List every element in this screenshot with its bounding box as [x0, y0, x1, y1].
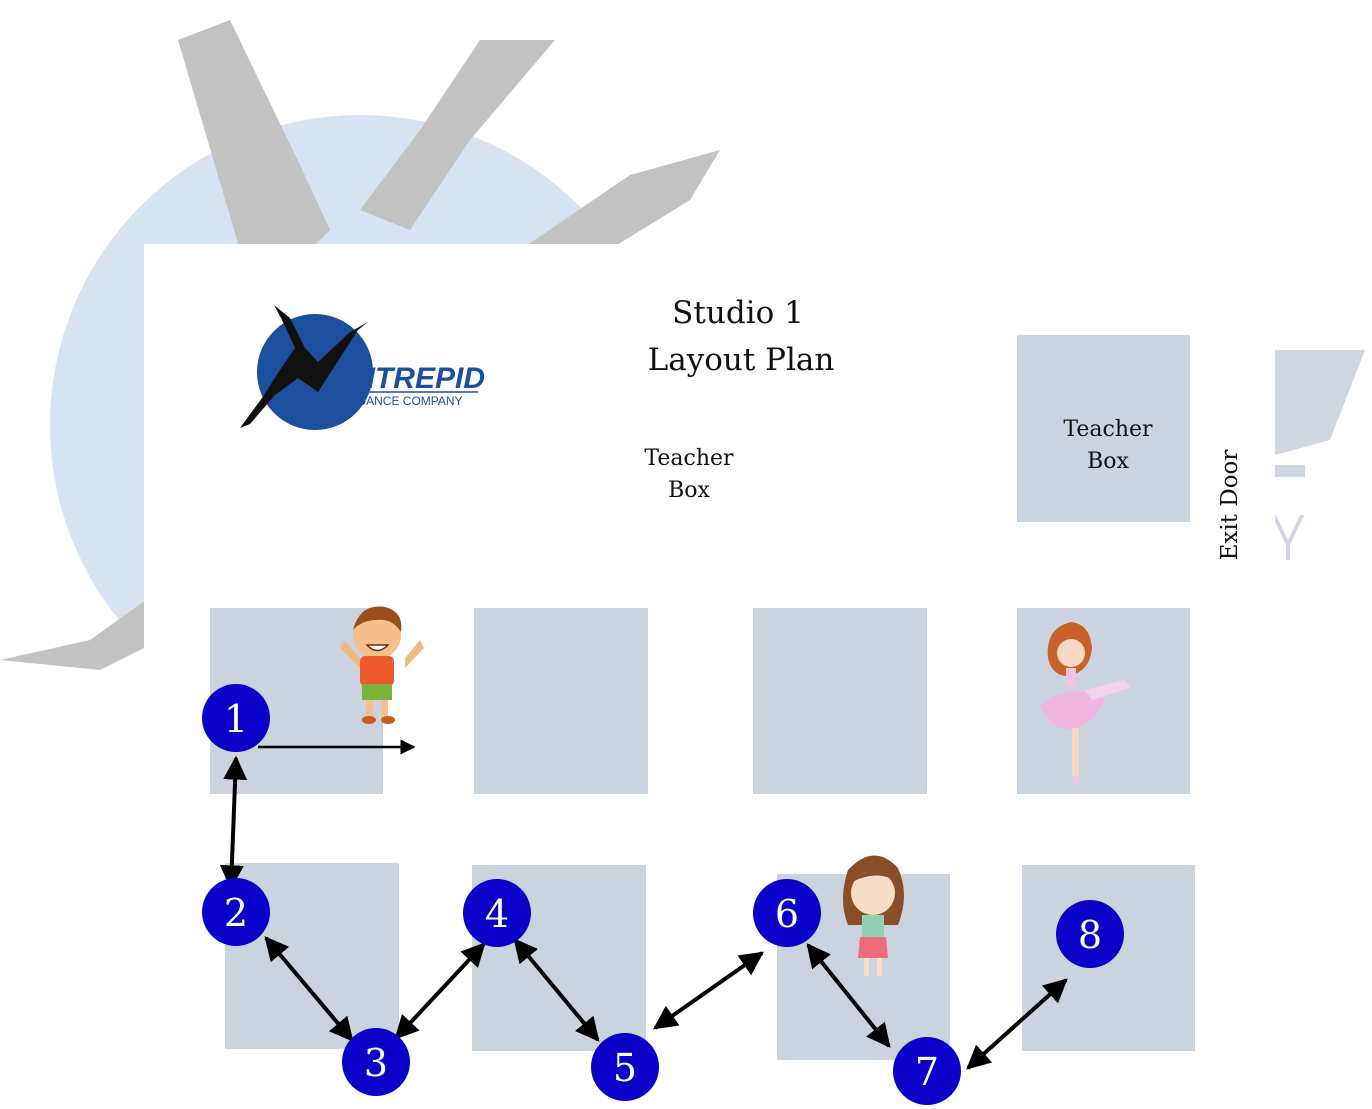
ballerina-illustration	[1040, 622, 1130, 786]
spot-7-label: 7	[915, 1050, 939, 1094]
spot-1: 1	[202, 684, 270, 752]
arrow-2-3	[264, 936, 354, 1042]
spot-8: 8	[1056, 900, 1124, 968]
spot-3: 3	[342, 1028, 410, 1096]
arrow-6-7	[806, 943, 891, 1048]
exit-door-label: Exit Door	[1217, 449, 1243, 561]
spot-1-label: 1	[224, 697, 248, 741]
teacher-box-label-right-line1: Teacher	[1063, 417, 1153, 442]
spot-5: 5	[591, 1033, 659, 1101]
teacher-box-label-center-line2: Box	[668, 478, 710, 503]
spot-8-label: 8	[1078, 913, 1102, 957]
teacher-box-label-right: Teacher Box	[1048, 414, 1168, 478]
arrow-3-4	[394, 942, 486, 1040]
watermark-logo-fragment	[1272, 350, 1365, 560]
logo-name: INTREPID	[345, 362, 485, 395]
spots: 1 2 3 4 5 6 7 8	[202, 684, 1124, 1105]
arrow-4-5	[513, 938, 600, 1042]
spot-6: 6	[753, 879, 821, 947]
arrow-1-2	[219, 755, 248, 890]
spot-7: 7	[893, 1037, 961, 1105]
spot-2: 2	[202, 878, 270, 946]
spot-5-label: 5	[613, 1046, 637, 1090]
dance-box-r1-c3	[753, 608, 927, 794]
movement-arrows	[219, 739, 1068, 1070]
teacher-box-right	[1017, 335, 1190, 522]
girl-illustration	[843, 855, 904, 976]
spot-4: 4	[463, 879, 531, 947]
spot-6-label: 6	[775, 892, 799, 936]
arrow-5-6	[653, 951, 764, 1030]
teacher-box-label-center-line1: Teacher	[644, 446, 734, 471]
teacher-box-label-right-line2: Box	[1087, 449, 1129, 474]
logo-tagline: DANCE COMPANY	[357, 394, 462, 408]
boy-illustration	[340, 606, 424, 724]
spot-4-label: 4	[485, 892, 509, 936]
spot-2-label: 2	[224, 891, 248, 935]
arrow-7-8	[966, 978, 1068, 1070]
teacher-box-label-center: Teacher Box	[629, 443, 749, 507]
spot-3-label: 3	[364, 1041, 388, 1085]
dance-box-r1-c2	[474, 608, 648, 794]
title-line-1: Studio 1	[672, 295, 804, 331]
intrepid-logo: INTREPID DANCE COMPANY	[240, 305, 485, 430]
title-line-2: Layout Plan	[648, 342, 835, 378]
logo-dancer-icon	[240, 305, 368, 428]
